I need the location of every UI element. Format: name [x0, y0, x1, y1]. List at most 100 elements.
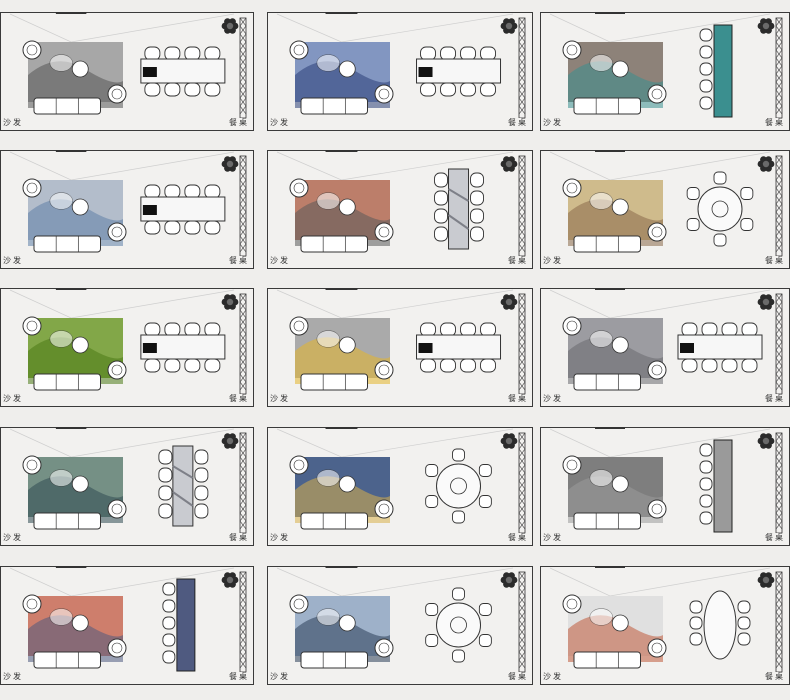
armchair	[107, 222, 127, 242]
plant-icon	[221, 572, 239, 588]
sofa	[300, 373, 368, 391]
dining-chair	[686, 187, 700, 200]
armchair	[374, 360, 394, 380]
dining-chair	[701, 358, 718, 373]
coffee-table	[611, 475, 629, 493]
dining-chair	[162, 582, 176, 596]
dining-label: 餐桌	[228, 672, 250, 682]
coffee-table	[338, 614, 356, 632]
dining-chair	[737, 616, 751, 630]
armchair	[647, 222, 667, 242]
dining-set	[699, 24, 733, 118]
dining-chair	[144, 220, 161, 235]
armchair	[107, 84, 127, 104]
dining-chair	[420, 322, 436, 337]
dining-label: 餐桌	[507, 118, 529, 128]
plant-icon	[500, 156, 518, 172]
dining-chair	[204, 184, 221, 199]
sofa-label: 沙发	[542, 394, 564, 404]
dining-chair	[425, 634, 439, 647]
dining-chair	[689, 616, 703, 630]
sofa	[573, 235, 641, 253]
dining-chair	[162, 650, 176, 664]
dining-chair	[701, 322, 718, 337]
table-runner	[418, 67, 433, 77]
dining-chair	[699, 62, 713, 76]
coffee-table	[71, 336, 89, 354]
dining-chair	[699, 79, 713, 93]
wall-truss	[239, 571, 247, 673]
dining-chair	[470, 226, 484, 242]
dining-chair	[194, 449, 209, 465]
coffee-table	[611, 336, 629, 354]
coffee-table	[611, 614, 629, 632]
coffee-table	[71, 60, 89, 78]
dining-chair	[480, 322, 496, 337]
plant-icon	[500, 18, 518, 34]
dining-set	[689, 590, 751, 660]
room-panel	[540, 566, 790, 685]
room-panel	[540, 12, 790, 131]
sofa-label: 沙发	[269, 394, 291, 404]
dining-chair	[184, 82, 201, 97]
wall-truss	[518, 17, 526, 119]
dining-chair	[480, 358, 496, 373]
dining-chair	[164, 46, 181, 61]
plant-icon	[221, 156, 239, 172]
dining-chair	[184, 184, 201, 199]
wall-truss	[775, 571, 783, 673]
dining-chair	[699, 28, 713, 42]
room-panel	[267, 427, 533, 546]
dining-chair	[194, 467, 209, 483]
room-panel	[267, 12, 533, 131]
dining-chair	[699, 96, 713, 110]
plant-icon	[221, 18, 239, 34]
dining-chair	[420, 358, 436, 373]
dining-chair	[699, 511, 713, 525]
sofa-label: 沙发	[542, 118, 564, 128]
dining-chair	[713, 233, 727, 247]
sofa	[33, 512, 101, 530]
sofa	[33, 97, 101, 115]
dining-chair	[164, 220, 181, 235]
armchair	[374, 222, 394, 242]
sofa	[300, 235, 368, 253]
dining-chair	[480, 46, 496, 61]
armchair	[107, 360, 127, 380]
dining-table	[436, 602, 482, 648]
armchair	[374, 499, 394, 519]
armchair	[289, 178, 309, 198]
dining-chair	[460, 358, 476, 373]
dining-chair	[741, 322, 758, 337]
sofa	[573, 373, 641, 391]
wall-truss	[239, 17, 247, 119]
coffee-table	[338, 198, 356, 216]
armchair	[289, 316, 309, 336]
armchair	[107, 499, 127, 519]
dining-chair	[425, 495, 439, 508]
room-panel	[0, 288, 254, 407]
dining-chair	[741, 358, 758, 373]
dining-set	[162, 578, 196, 672]
dining-table	[703, 590, 737, 660]
sofa-label: 沙发	[269, 256, 291, 266]
dining-chair	[420, 46, 436, 61]
sofa-label: 沙发	[2, 672, 24, 682]
coffee-table	[71, 198, 89, 216]
plant-icon	[757, 294, 775, 310]
plant-icon	[500, 294, 518, 310]
dining-chair	[470, 208, 484, 224]
plant-icon	[500, 433, 518, 449]
armchair	[562, 178, 582, 198]
sofa-label: 沙发	[542, 256, 564, 266]
sofa	[300, 651, 368, 669]
dining-chair	[478, 603, 492, 616]
dining-label: 餐桌	[507, 256, 529, 266]
dining-chair	[204, 358, 221, 373]
armchair	[562, 455, 582, 475]
dining-chair	[434, 226, 448, 242]
dining-chair	[699, 443, 713, 457]
wall-truss	[775, 17, 783, 119]
dining-set	[425, 587, 492, 663]
